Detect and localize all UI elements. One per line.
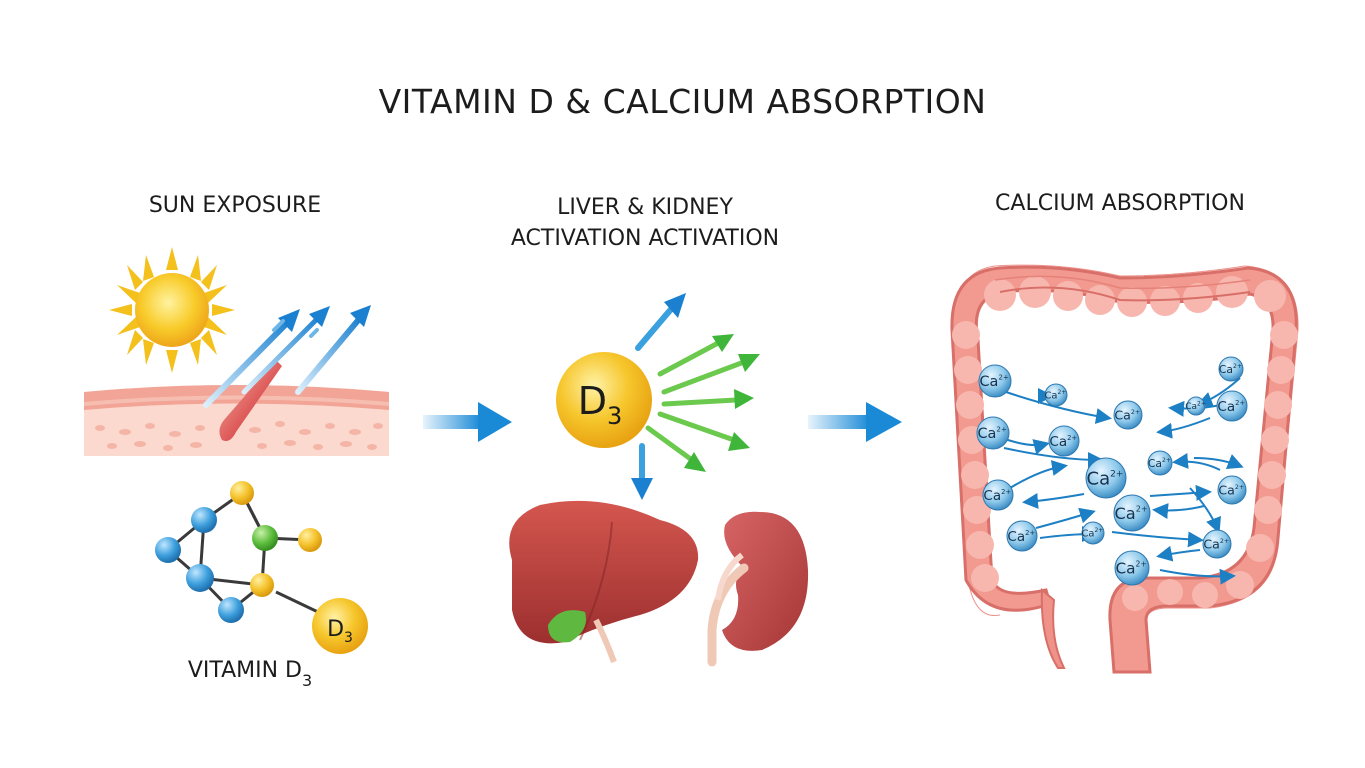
- calcium-ion: Ca2+: [1006, 520, 1038, 552]
- calcium-ion-label: Ca2+: [977, 425, 1006, 442]
- calcium-ion: Ca2+: [1048, 425, 1080, 457]
- d3-small-main: D: [327, 617, 344, 642]
- sun-exposure-text: SUN EXPOSURE: [148, 193, 322, 218]
- calcium-ion-label: Ca2+: [1115, 559, 1146, 577]
- calcium-ion: Ca2+: [1185, 396, 1206, 416]
- d3-sphere-icon: D3: [556, 293, 760, 500]
- page-title: VITAMIN D & CALCIUM ABSORPTION: [378, 82, 987, 121]
- stage-label-sun-exposure: SUN EXPOSURE: [100, 190, 370, 221]
- d3-small-sub: 3: [344, 630, 353, 646]
- calcium-ion: Ca2+: [1216, 390, 1248, 422]
- flow-arrow-2: [808, 402, 902, 442]
- molecule-icon: D3: [155, 481, 368, 654]
- calcium-ion-label: Ca2+: [1049, 434, 1077, 450]
- calcium-ion-label: Ca2+: [1045, 389, 1067, 401]
- intestine-icon: [950, 264, 1299, 674]
- calcium-ion-label: Ca2+: [1114, 407, 1140, 422]
- calcium-absorption-text: CALCIUM ABSORPTION: [995, 191, 1245, 216]
- calcium-ion-label: Ca2+: [979, 373, 1008, 390]
- calcium-ions: Ca2+ Ca2+ Ca2+ Ca2+ Ca2+ Ca2+ Ca2+ Ca2+ Ca2+ Ca2+…: [976, 356, 1248, 586]
- uv-arrows: [203, 305, 371, 408]
- calcium-ion: Ca2+: [1218, 356, 1244, 382]
- calcium-ion-label: Ca2+: [1218, 482, 1244, 497]
- liver-icon: [509, 500, 699, 664]
- calcium-ion-label: Ca2+: [1087, 468, 1124, 489]
- sun-icon: [109, 247, 235, 373]
- stage-label-liver-kidney: LIVER & KIDNEY ACTIVATION ACTIVATION: [480, 192, 810, 254]
- calcium-ion: Ca2+: [982, 479, 1014, 511]
- vitamin-d3-main: VITAMIN D: [187, 658, 302, 683]
- calcium-ion-label: Ca2+: [983, 488, 1011, 504]
- d3-sub: 3: [607, 402, 622, 430]
- flow-arrow-1: [423, 402, 512, 442]
- calcium-ion-label: Ca2+: [1115, 504, 1148, 523]
- calcium-ion-label: Ca2+: [1203, 536, 1229, 551]
- calcium-ion-label: Ca2+: [1082, 527, 1104, 539]
- calcium-ion: Ca2+: [1081, 521, 1105, 545]
- calcium-ion: Ca2+: [1217, 475, 1247, 505]
- svg-text:D3: D3: [327, 617, 353, 646]
- svg-text:D3: D3: [578, 379, 623, 430]
- calcium-ion: Ca2+: [976, 416, 1010, 450]
- calcium-ion: Ca2+: [1113, 400, 1143, 430]
- d3-main: D: [578, 379, 607, 423]
- calcium-ion-label: Ca2+: [1219, 363, 1242, 376]
- calcium-ion: Ca2+: [1114, 550, 1150, 586]
- vitamin-d3-subscript: 3: [302, 671, 313, 690]
- calcium-ion-label: Ca2+: [1007, 529, 1035, 545]
- calcium-ion: Ca2+: [978, 364, 1012, 398]
- skin-layer-icon: [83, 360, 390, 456]
- calcium-ion: Ca2+: [1202, 529, 1232, 559]
- calcium-ion: Ca2+: [1044, 383, 1068, 407]
- stage-label-calcium-absorption: CALCIUM ABSORPTION: [950, 188, 1290, 219]
- liver-kidney-line1: LIVER & KIDNEY: [557, 195, 733, 220]
- kidney-icon: [707, 511, 809, 667]
- calcium-ion: Ca2+: [1085, 457, 1127, 499]
- calcium-ion-label: Ca2+: [1185, 400, 1206, 412]
- calcium-ion-label: Ca2+: [1148, 457, 1171, 470]
- d3-small-sphere-icon: D3: [312, 598, 368, 654]
- liver-kidney-line2: ACTIVATION ACTIVATION: [510, 226, 780, 251]
- vitamin-d3-label: VITAMIN D3: [150, 655, 350, 690]
- calcium-ion: Ca2+: [1147, 450, 1173, 476]
- calcium-ion: Ca2+: [1113, 494, 1151, 532]
- calcium-ion-label: Ca2+: [1217, 399, 1245, 415]
